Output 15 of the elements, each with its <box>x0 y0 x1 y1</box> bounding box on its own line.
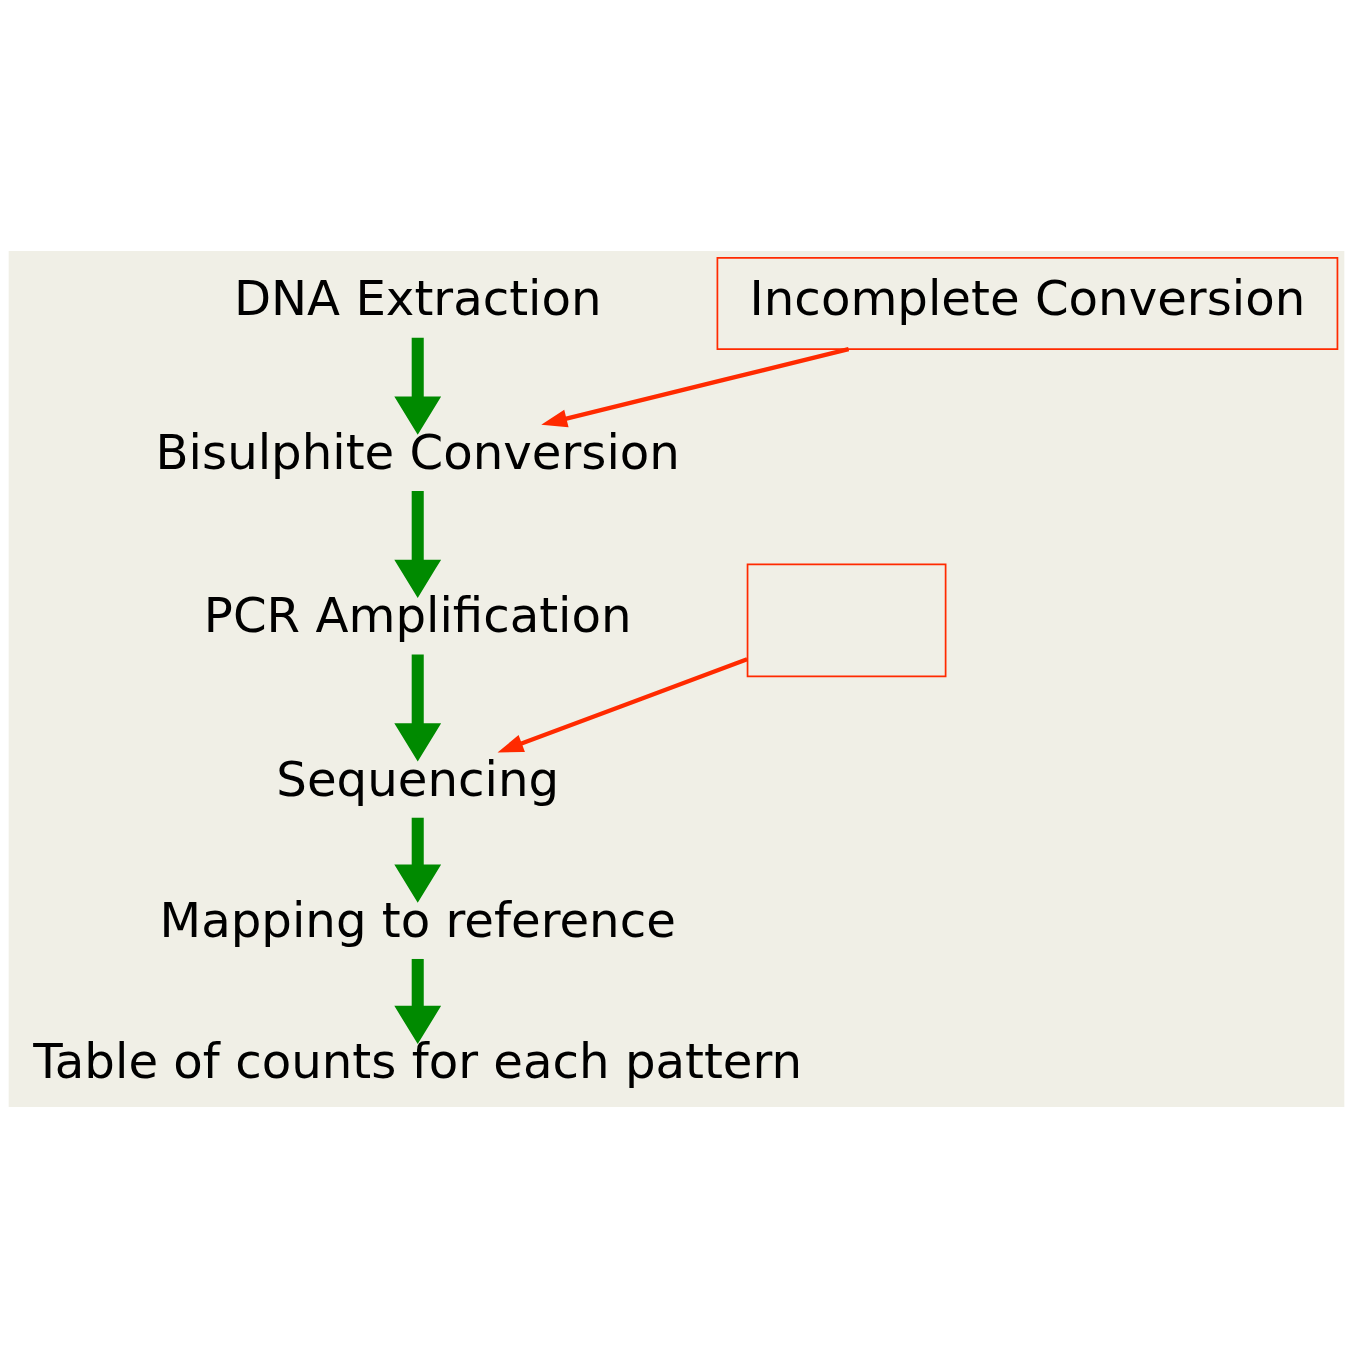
node-box: Incomplete Conversion <box>716 257 1339 351</box>
arrow <box>394 654 442 762</box>
node-text: Bisulphite Conversion <box>155 423 680 480</box>
node-text: DNA Extraction <box>233 270 602 327</box>
node-text: Sequencing <box>276 750 560 807</box>
node-box <box>746 563 947 678</box>
node-text: Table of counts for each pattern <box>33 1033 803 1090</box>
node-text: Mapping to reference <box>159 892 676 949</box>
arrow <box>541 347 850 428</box>
arrow <box>394 817 442 903</box>
node-text: PCR Amplification <box>203 587 632 644</box>
arrow <box>394 337 442 435</box>
arrow <box>394 490 442 598</box>
arrow <box>394 958 442 1045</box>
arrow <box>497 657 748 753</box>
